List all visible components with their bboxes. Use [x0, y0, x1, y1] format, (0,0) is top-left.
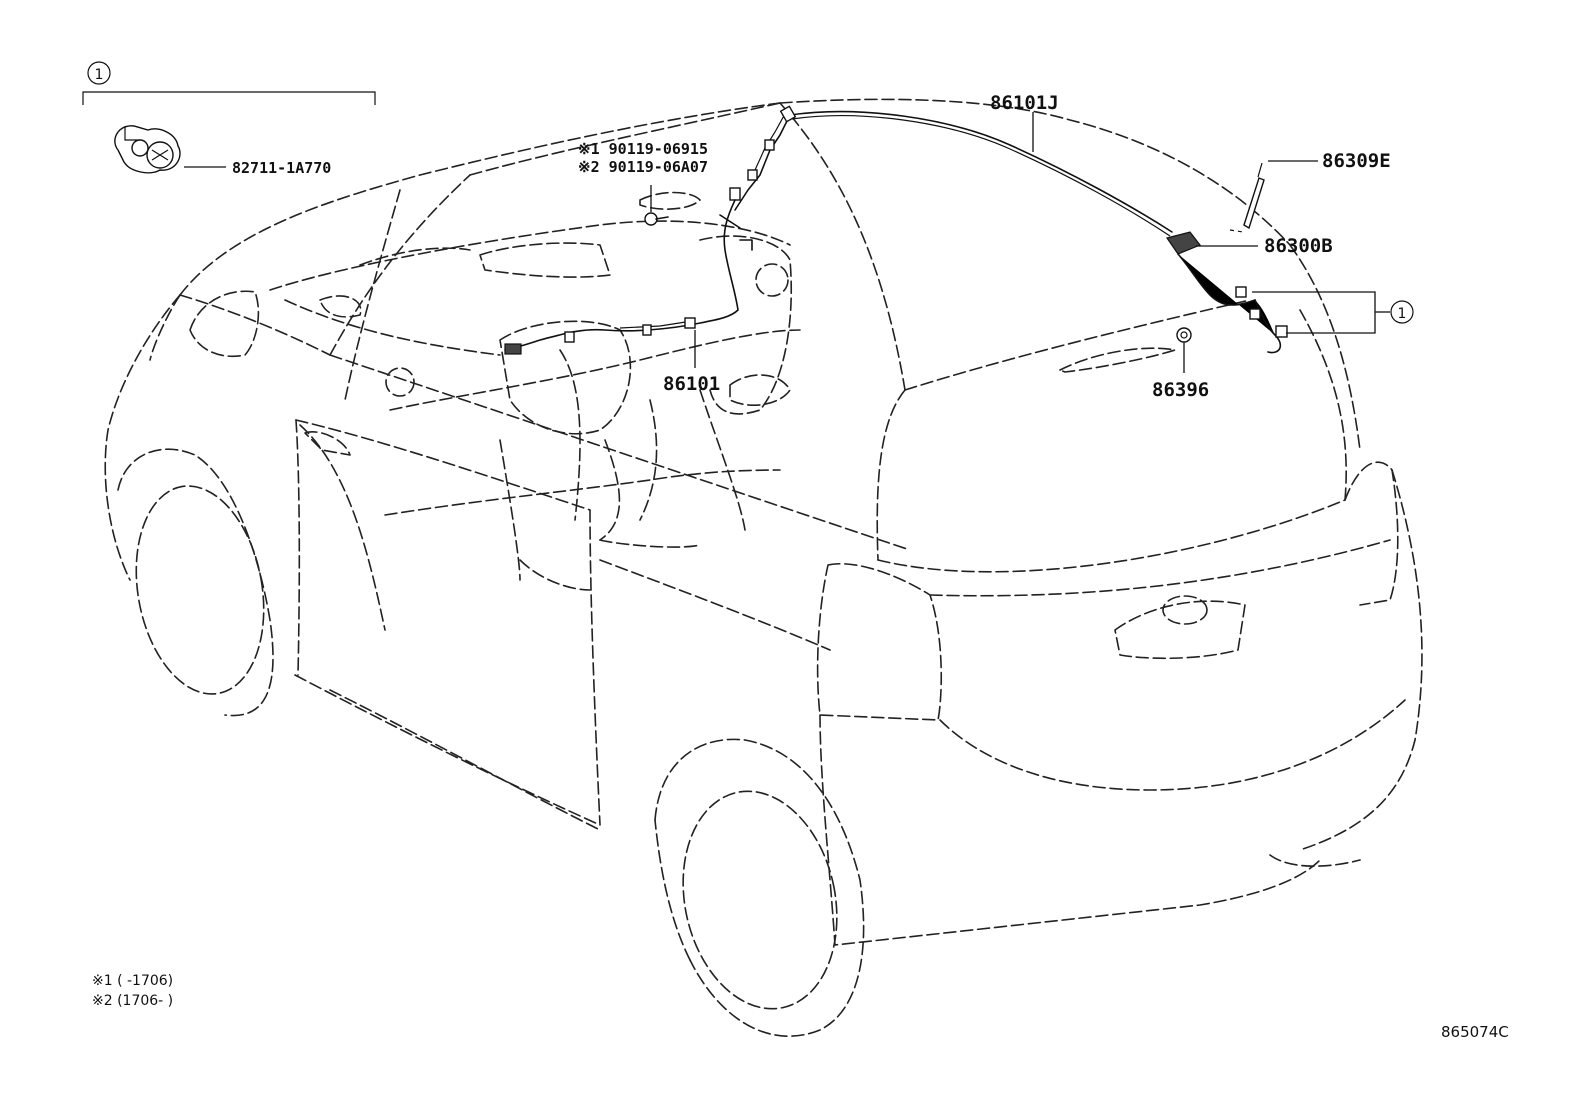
label-antenna-mast: 86309E: [1322, 150, 1391, 172]
antenna-harness-roof: [729, 105, 1173, 237]
clip-icon: [114, 125, 181, 174]
label-antenna-base: 86300B: [1264, 235, 1333, 257]
antenna-harness-dash: [504, 199, 753, 355]
callout-circle-right: [1390, 300, 1414, 324]
legend-group-1: 1 82711-1A770: [82, 61, 376, 177]
legend-bracket: [82, 91, 376, 105]
label-roof-harness: 86101J: [990, 92, 1059, 114]
label-screw-a: ※1 90119-06915: [578, 140, 708, 158]
antenna-mast-icon: [1229, 162, 1265, 233]
screw-icon: [644, 185, 669, 226]
note-2: ※2 (1706- ): [92, 993, 173, 1009]
label-grommet: 86396: [1152, 379, 1209, 401]
callout-circle-legend: [87, 61, 111, 85]
label-dash-harness: 86101: [663, 373, 720, 395]
diagram-code: 865074C: [1441, 1023, 1509, 1041]
note-1: ※1 ( -1706): [92, 973, 173, 989]
callout-number-legend: 1: [95, 67, 104, 83]
grommet-icon: [1176, 327, 1192, 373]
vehicle-outline: [104, 98, 1423, 1037]
antenna-base-icon: [1166, 231, 1288, 354]
callout-number-right: 1: [1398, 306, 1407, 322]
label-screw-b: ※2 90119-06A07: [578, 158, 708, 176]
label-clip-part: 82711-1A770: [232, 159, 331, 177]
